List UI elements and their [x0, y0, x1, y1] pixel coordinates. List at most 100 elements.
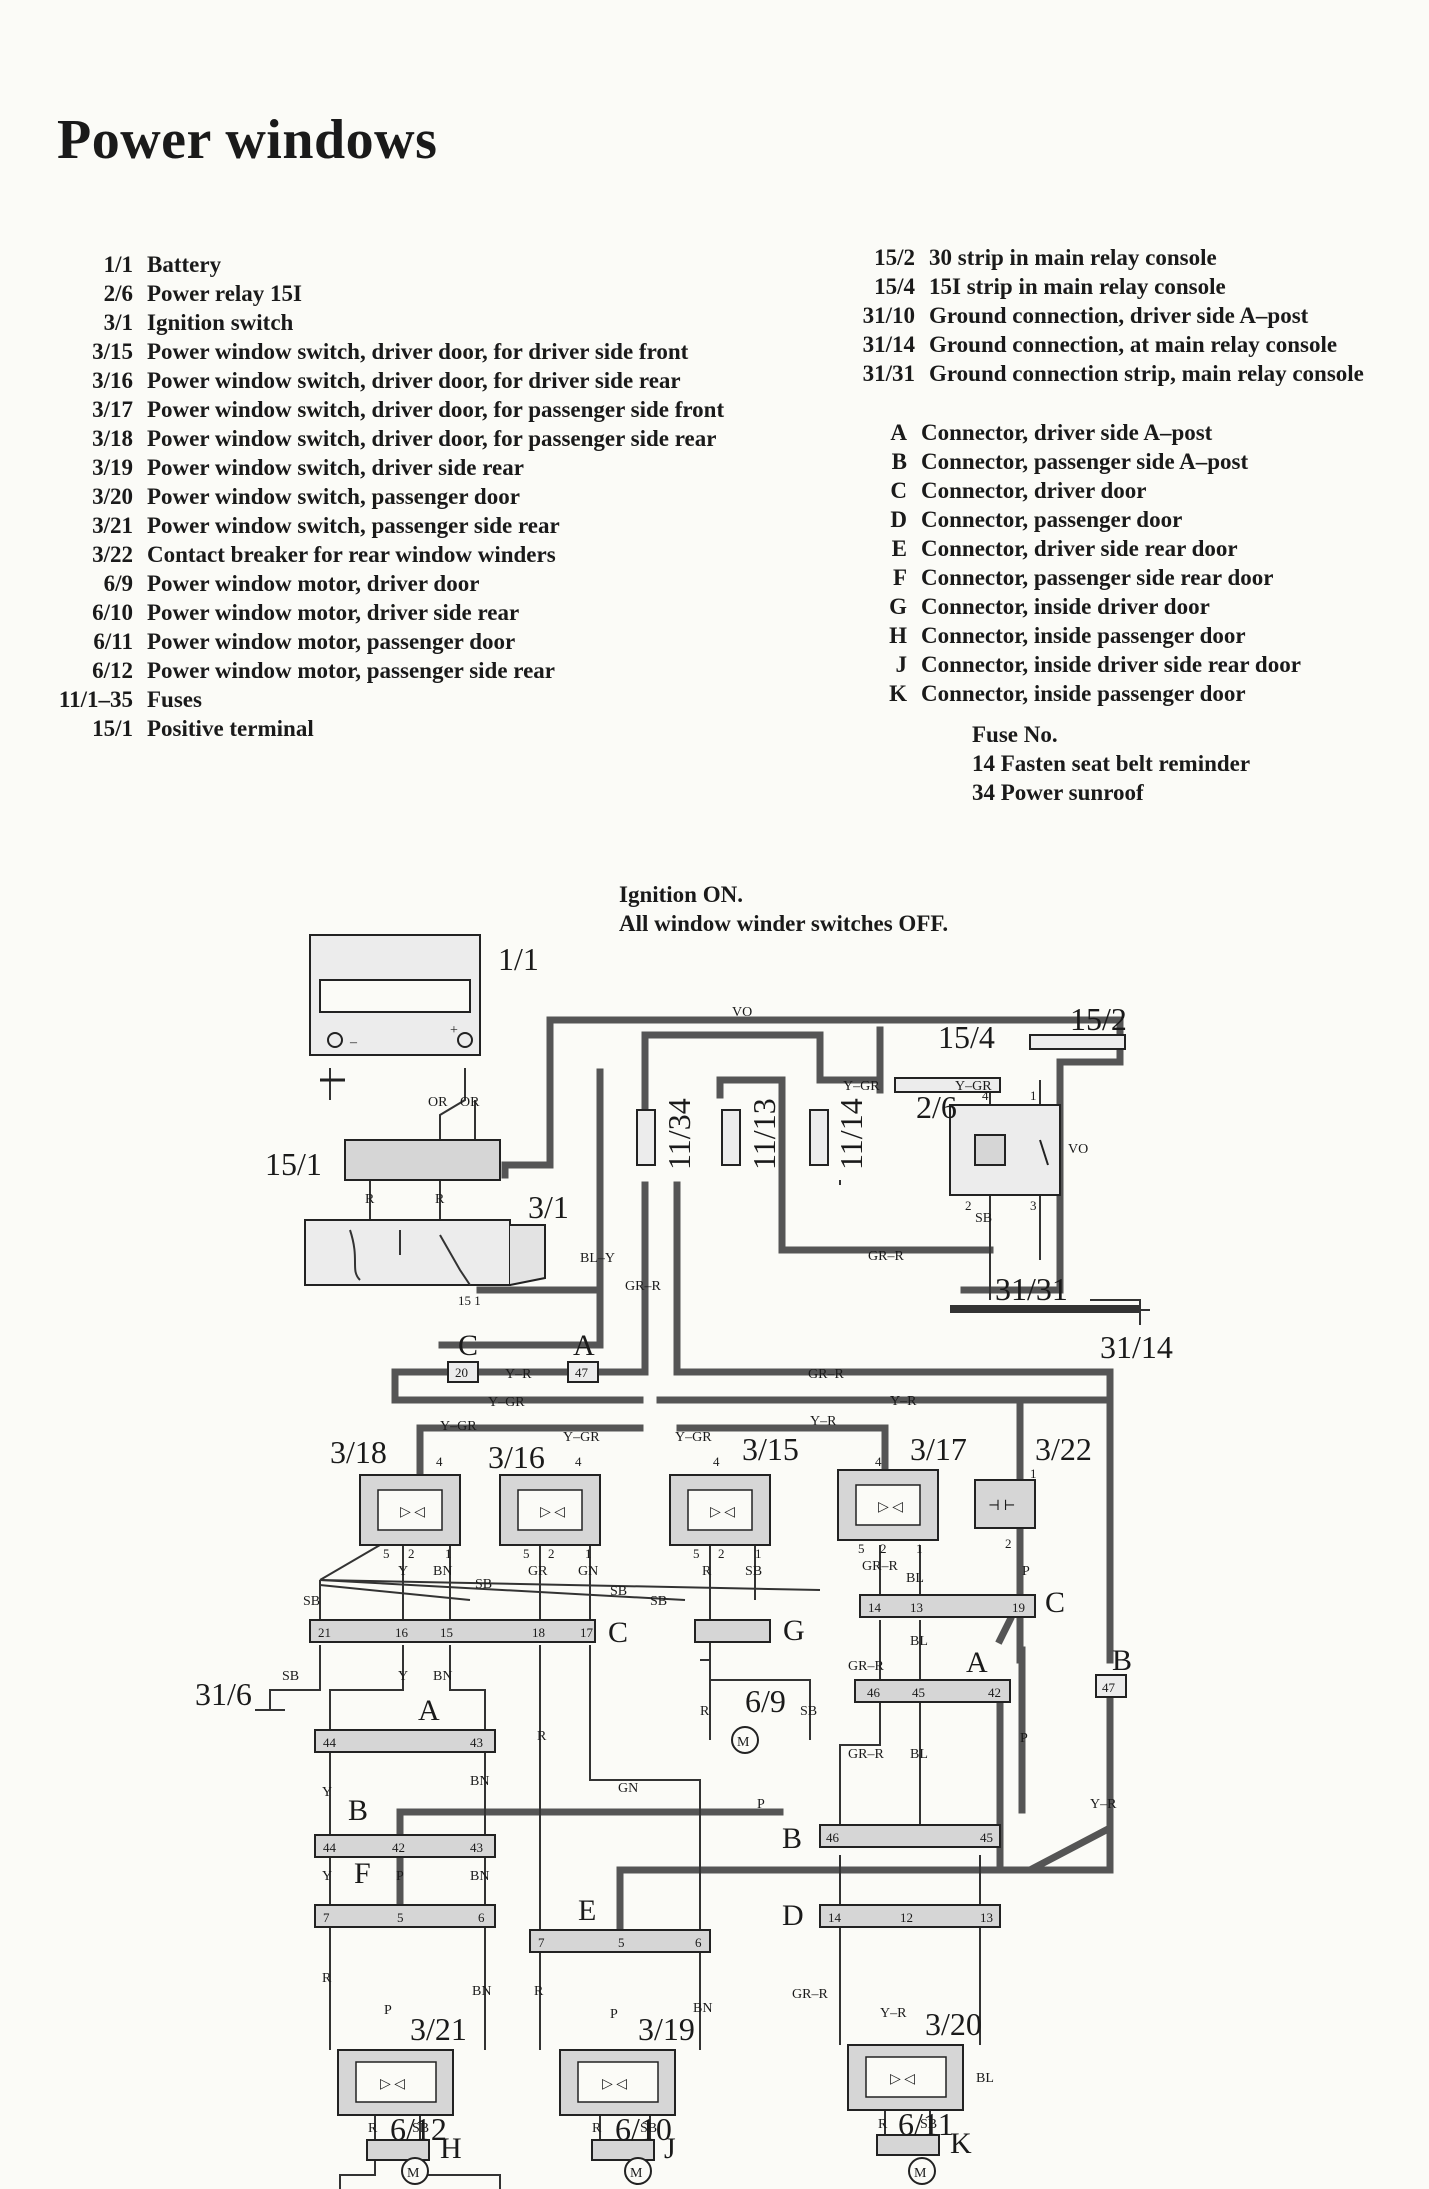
pin-label: 2	[718, 1546, 725, 1561]
connector-label: C	[458, 1329, 478, 1362]
motor-label: M	[737, 1735, 750, 1750]
fuse-note: Fuse No. 14 Fasten seat belt reminder 34…	[972, 720, 1250, 807]
wire-label: Y–R	[810, 1414, 837, 1429]
pin-label: 4	[575, 1454, 582, 1469]
ref-gnd-31-31: 31/31	[995, 1271, 1068, 1307]
wire-label: R	[878, 2117, 888, 2132]
switch-3-19: ▷ ◁	[559, 2049, 676, 2116]
legend-code: H	[889, 623, 907, 648]
condition-line: Ignition ON.	[619, 882, 743, 907]
legend-item: B Connector, passenger side A–post	[850, 447, 1301, 476]
thin-wires	[255, 1068, 1150, 2189]
ref-relay: 2/6	[916, 1089, 957, 1125]
legend-code: G	[889, 594, 907, 619]
svg-text:▷ ◁: ▷ ◁	[878, 1500, 903, 1515]
pin-label: 7	[538, 1935, 545, 1950]
legend-code: J	[895, 652, 908, 677]
legend-text: Power window motor, passenger door	[147, 629, 516, 654]
wire-label: R	[368, 2121, 378, 2136]
legend-code: E	[891, 536, 907, 561]
connector-a-right-block	[854, 1679, 1011, 1703]
motor-label: M	[407, 2166, 420, 2181]
connector-label: A	[418, 1694, 440, 1727]
pin-label: 1	[755, 1546, 762, 1561]
legend-code: 11/1–35	[58, 687, 133, 712]
pin-label: 47	[575, 1365, 589, 1380]
wire-label: R	[322, 1971, 332, 1986]
connector-g-block	[694, 1619, 771, 1643]
pin-label: 16	[395, 1625, 409, 1640]
ref-switch-3-21: 3/21	[410, 2011, 467, 2047]
wire-harness	[391, 1016, 1124, 1944]
legend-code: 3/21	[92, 513, 133, 538]
connector-f-block	[314, 1904, 496, 1928]
legend-code: 31/10	[862, 303, 915, 328]
switch-3-20: ▷ ◁	[847, 2044, 964, 2111]
legend-code: B	[891, 449, 907, 474]
positive-terminal-block	[344, 1139, 501, 1181]
legend-code: K	[889, 681, 907, 706]
pin-label: 7	[323, 1910, 330, 1925]
connector-pin-block	[567, 1361, 599, 1383]
pin-label: 43	[470, 1840, 483, 1855]
connector-c-block	[309, 1619, 596, 1643]
svg-text:▷ ◁: ▷ ◁	[540, 1505, 565, 1520]
wire-label: GR–R	[868, 1249, 904, 1264]
legend-code: A	[890, 420, 907, 445]
wire-label: Y–R	[505, 1367, 532, 1382]
wire-label: OR	[428, 1095, 448, 1110]
battery-minus-label: –	[349, 1035, 358, 1050]
legend-code: 15/1	[92, 716, 133, 741]
pin-label: 42	[392, 1840, 405, 1855]
wire-label: BN	[472, 1984, 491, 1999]
legend-code: F	[892, 565, 907, 590]
wire-label: BN	[433, 1564, 452, 1579]
legend-code: 3/15	[92, 339, 133, 364]
legend-text: Connector, driver side A–post	[921, 420, 1213, 445]
pin-label: 6	[695, 1935, 702, 1950]
legend-text: Connector, passenger side A–post	[921, 449, 1249, 474]
legend-code: 31/14	[862, 332, 915, 357]
pin-label: 12	[900, 1910, 913, 1925]
connector-label: H	[440, 2132, 462, 2165]
ref-strip-15-2: 15/2	[1070, 1001, 1127, 1037]
wire-label: GN	[578, 1564, 598, 1579]
connector-label: A	[966, 1646, 988, 1679]
ref-switch-3-19: 3/19	[638, 2011, 695, 2047]
wire-label: GR–R	[808, 1367, 844, 1382]
ref-switch-3-18: 3/18	[330, 1434, 387, 1470]
wire-label: SB	[800, 1704, 817, 1719]
wire-label: SB	[303, 1594, 320, 1609]
legend-text: Battery	[147, 252, 222, 277]
legend-code: 6/10	[92, 600, 133, 625]
wire-label: GR–R	[848, 1659, 884, 1674]
legend-text: 30 strip in main relay console	[929, 245, 1217, 270]
ref-motor-6-9: 6/9	[745, 1683, 786, 1719]
strip-15-2	[1029, 1034, 1126, 1050]
wire-label: BN	[470, 1869, 489, 1884]
pin-label: 18	[532, 1625, 545, 1640]
pin-label: 1	[1030, 1466, 1037, 1481]
switch-3-21: ▷ ◁	[337, 2049, 454, 2116]
motor-label: M	[630, 2166, 643, 2181]
wire-label: R	[534, 1984, 544, 1999]
wire-label: Y	[398, 1669, 408, 1684]
connector-c-right-block	[859, 1594, 1036, 1618]
ref-switch-3-17: 3/17	[910, 1431, 967, 1467]
legend-code: 3/22	[92, 542, 133, 567]
wire-label: BL	[906, 1571, 924, 1586]
legend-code: 31/31	[862, 361, 915, 386]
legend-code: 15/2	[874, 245, 915, 270]
wire-label: BN	[693, 2001, 712, 2016]
connector-b-left-block	[314, 1834, 496, 1858]
